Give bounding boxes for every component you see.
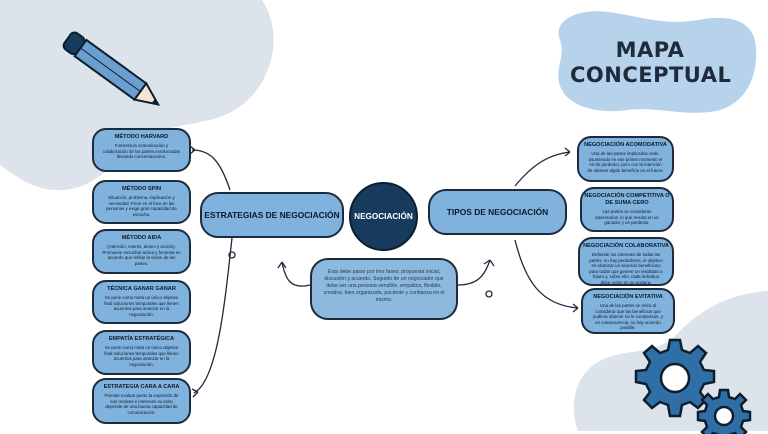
- negotiation-note: Esta debe pasar por tres fases: propuest…: [310, 258, 458, 320]
- strategy-body: Se pone como meta un único objetivo fina…: [104, 295, 179, 317]
- strategy-title: ESTRATEGIA CARA A CARA: [103, 384, 180, 390]
- type-node-colaborativa: NEGOCIACIÓN COLABORATIVA Defiende los in…: [578, 237, 674, 286]
- strategy-body: Se pone como meta un único objetivo fina…: [104, 345, 179, 367]
- strategies-branch: ESTRATEGIAS DE NEGOCIACIÓN: [200, 192, 344, 238]
- note-text: Esta debe pasar por tres fases: propuest…: [323, 269, 445, 303]
- strategy-title: TÉCNICA GANAR GANAR: [107, 286, 176, 292]
- type-node-acomodativa: NEGOCIACIÓN ACOMODATIVA Una de las parte…: [577, 136, 674, 182]
- strategy-node-spin: MÉTODO SPIN Situación, problema, implica…: [92, 180, 191, 224]
- strategy-body: Fomenta la comunicación y colaboración d…: [102, 143, 181, 160]
- types-branch: TIPOS DE NEGOCIACIÓN: [428, 189, 567, 235]
- strategy-node-cara-a-cara: ESTRATEGIA CARA A CARA Permite evaluar p…: [92, 378, 191, 424]
- strategy-title: MÉTODO HARVARD: [114, 134, 169, 140]
- title-line-1: MAPA: [615, 38, 685, 62]
- pencil-icon: [62, 31, 161, 106]
- type-node-evitativa: NEGOCIACIÓN EVITATIVA Una de las partes …: [581, 288, 675, 334]
- strategy-title: MÉTODO AIDA: [121, 235, 162, 241]
- type-body: Una de las partes implicadas cede, asumi…: [587, 151, 664, 173]
- title-line-2: CONCEPTUAL: [570, 63, 732, 87]
- strategy-body: Permite evaluar punto la expresión de su…: [104, 393, 179, 415]
- strategy-node-empatia: EMPATÍA ESTRATÉGICA Se pone como meta un…: [92, 330, 191, 375]
- type-title: NEGOCIACIÓN COLABORATIVA: [583, 243, 669, 249]
- type-body: Una de las partes se retira al considera…: [592, 303, 664, 331]
- type-node-competitiva: NEGOCIACIÓN COMPETITIVA O DE SUMA CERO L…: [580, 187, 674, 232]
- strategy-title: EMPATÍA ESTRATÉGICA: [108, 336, 175, 342]
- type-title: NEGOCIACIÓN EVITATIVA: [593, 294, 663, 300]
- gears-icon: [634, 338, 752, 434]
- center-label: NEGOCIACIÓN: [354, 212, 413, 221]
- strategy-node-harvard: MÉTODO HARVARD Fomenta la comunicación y…: [92, 128, 191, 172]
- types-branch-label: TIPOS DE NEGOCIACIÓN: [446, 207, 549, 217]
- strategies-branch-label: ESTRATEGIAS DE NEGOCIACIÓN: [204, 210, 340, 220]
- type-title: NEGOCIACIÓN ACOMODATIVA: [584, 142, 667, 148]
- type-title: NEGOCIACIÓN COMPETITIVA O DE SUMA CERO: [584, 193, 670, 206]
- center-node: NEGOCIACIÓN: [349, 182, 418, 251]
- strategy-body: Situación, problema, implicación y neces…: [106, 195, 177, 217]
- strategy-body: (Atención, interés, deseo y acción). Pro…: [102, 244, 181, 266]
- title-blob: [558, 11, 757, 113]
- map-title: MAPA CONCEPTUAL: [570, 38, 732, 88]
- type-body: Las partes se consideran adversarios, lo…: [595, 209, 659, 226]
- strategy-title: MÉTODO SPIN: [121, 186, 162, 192]
- strategy-node-aida: MÉTODO AIDA (Atención, interés, deseo y …: [92, 229, 191, 274]
- strategy-node-ganar-ganar: TÉCNICA GANAR GANAR Se pone como meta un…: [92, 280, 191, 324]
- type-body: Defiende los intereses de todas las part…: [589, 252, 663, 285]
